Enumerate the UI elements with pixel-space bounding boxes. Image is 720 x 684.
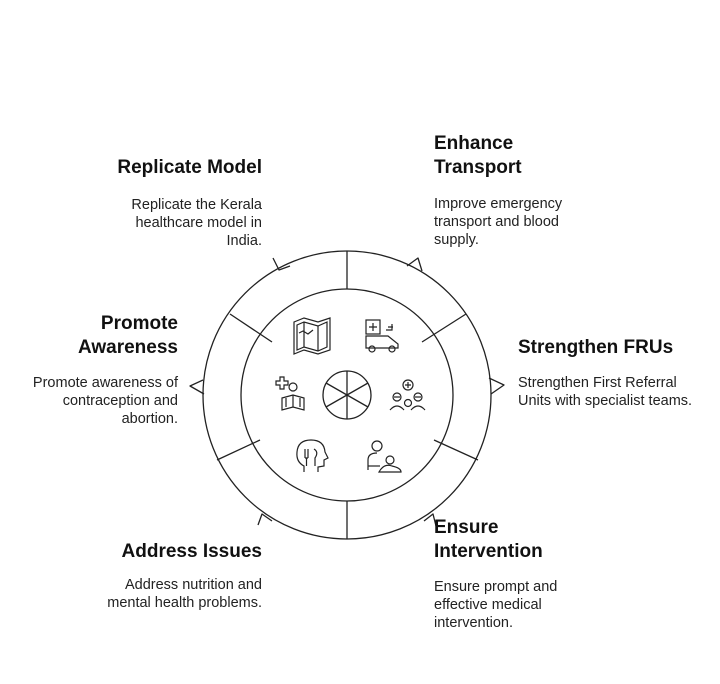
item-address-issues: Address Issues Address nutrition and men… bbox=[12, 540, 262, 612]
item-strengthen-frus: Strengthen FRUs Strengthen First Referra… bbox=[518, 336, 713, 410]
item-description: Strengthen First Referral Units with spe… bbox=[518, 375, 693, 409]
item-enhance-transport-desc-wrap: Improve emergency transport and blood su… bbox=[434, 195, 574, 249]
cycle-arrows bbox=[189, 257, 505, 527]
item-promote-awareness: Promote Awareness bbox=[58, 312, 178, 360]
health-education-icon bbox=[275, 376, 305, 411]
item-title: Replicate Model bbox=[117, 157, 262, 178]
item-ensure-intervention: Ensure Intervention bbox=[434, 516, 554, 564]
item-ensure-intervention-desc-wrap: Ensure prompt and effective medical inte… bbox=[434, 578, 574, 632]
item-description: Improve emergency transport and blood su… bbox=[434, 196, 563, 248]
doctor-patient-icon bbox=[367, 440, 402, 473]
medical-team-icon bbox=[389, 379, 426, 411]
map-icon bbox=[293, 317, 331, 355]
item-description: Address nutrition and mental health prob… bbox=[107, 577, 262, 611]
item-promote-awareness-desc-wrap: Promote awareness of contraception and a… bbox=[20, 374, 178, 428]
ambulance-icon bbox=[365, 319, 399, 353]
item-title: Enhance Transport bbox=[434, 133, 522, 178]
item-enhance-transport: Enhance Transport bbox=[434, 132, 534, 180]
item-replicate-model: Replicate Model Replicate the Kerala hea… bbox=[12, 156, 262, 250]
segment-dividers bbox=[216, 251, 479, 539]
item-title: Address Issues bbox=[121, 541, 262, 562]
hub-icon bbox=[322, 370, 372, 420]
item-title: Ensure Intervention bbox=[434, 517, 543, 562]
item-description: Promote awareness of contraception and a… bbox=[32, 375, 178, 427]
item-description: Ensure prompt and effective medical inte… bbox=[434, 579, 558, 631]
item-title: Strengthen FRUs bbox=[518, 337, 674, 358]
nutrition-mind-icon bbox=[296, 439, 329, 472]
item-description: Replicate the Kerala healthcare model in… bbox=[131, 197, 262, 249]
item-title: Promote Awareness bbox=[78, 313, 178, 358]
